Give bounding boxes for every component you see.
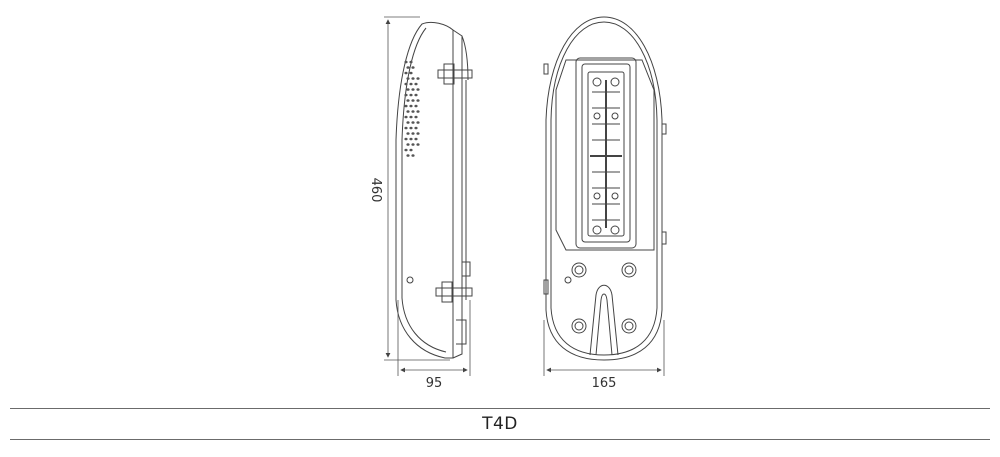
vent-hole	[416, 110, 420, 113]
vent-hole	[404, 71, 408, 75]
vent-hole	[404, 60, 408, 64]
vent-hole	[411, 66, 415, 69]
vent-hole	[411, 154, 415, 157]
vent-hole	[414, 137, 418, 141]
vent-hole	[406, 99, 410, 102]
vent-hole	[406, 66, 410, 69]
vent-hole	[409, 93, 413, 97]
vent-hole	[406, 132, 410, 135]
vent-hole	[404, 126, 408, 130]
dimension-lines	[384, 16, 665, 376]
vent-hole	[416, 143, 420, 146]
caption-bottom-rule	[10, 439, 990, 440]
height-dimension-label: 460	[368, 178, 383, 203]
side-width-dimension-label: 95	[426, 376, 443, 391]
vent-hole	[404, 93, 408, 97]
vent-hole	[409, 137, 413, 141]
vent-hole	[406, 154, 410, 157]
vent-hole	[404, 82, 408, 86]
vent-hole	[406, 88, 410, 91]
vent-hole	[409, 60, 413, 64]
vent-hole	[406, 121, 410, 124]
vent-hole	[404, 137, 408, 141]
vent-hole	[411, 121, 415, 124]
vent-hole	[411, 143, 415, 146]
vent-hole	[416, 77, 420, 80]
vent-holes	[404, 60, 420, 157]
vent-hole	[409, 71, 413, 75]
vent-hole	[411, 110, 415, 113]
vent-hole	[416, 132, 420, 135]
technical-drawing: 460 95 165	[368, 16, 667, 391]
model-caption: T4D	[482, 414, 518, 434]
vent-hole	[409, 115, 413, 119]
vent-hole	[414, 93, 418, 97]
vent-hole	[411, 99, 415, 102]
vent-hole	[414, 115, 418, 119]
vent-hole	[416, 121, 420, 124]
side-view	[395, 21, 473, 359]
vent-hole	[416, 99, 420, 102]
vent-hole	[411, 88, 415, 91]
vent-hole	[411, 132, 415, 135]
vent-hole	[404, 115, 408, 119]
front-width-dimension-label: 165	[592, 376, 617, 391]
front-view	[543, 16, 667, 361]
caption-top-rule	[10, 408, 990, 409]
vent-hole	[409, 104, 413, 108]
vent-hole	[411, 77, 415, 80]
vent-hole	[406, 77, 410, 80]
vent-hole	[404, 104, 408, 108]
vent-hole	[416, 88, 420, 91]
vent-hole	[406, 143, 410, 146]
vent-hole	[406, 110, 410, 113]
vent-hole	[404, 148, 408, 152]
vent-hole	[409, 148, 413, 152]
vent-hole	[409, 82, 413, 86]
vent-hole	[414, 126, 418, 130]
vent-hole	[414, 82, 418, 86]
vent-hole	[414, 104, 418, 108]
vent-hole	[409, 126, 413, 130]
